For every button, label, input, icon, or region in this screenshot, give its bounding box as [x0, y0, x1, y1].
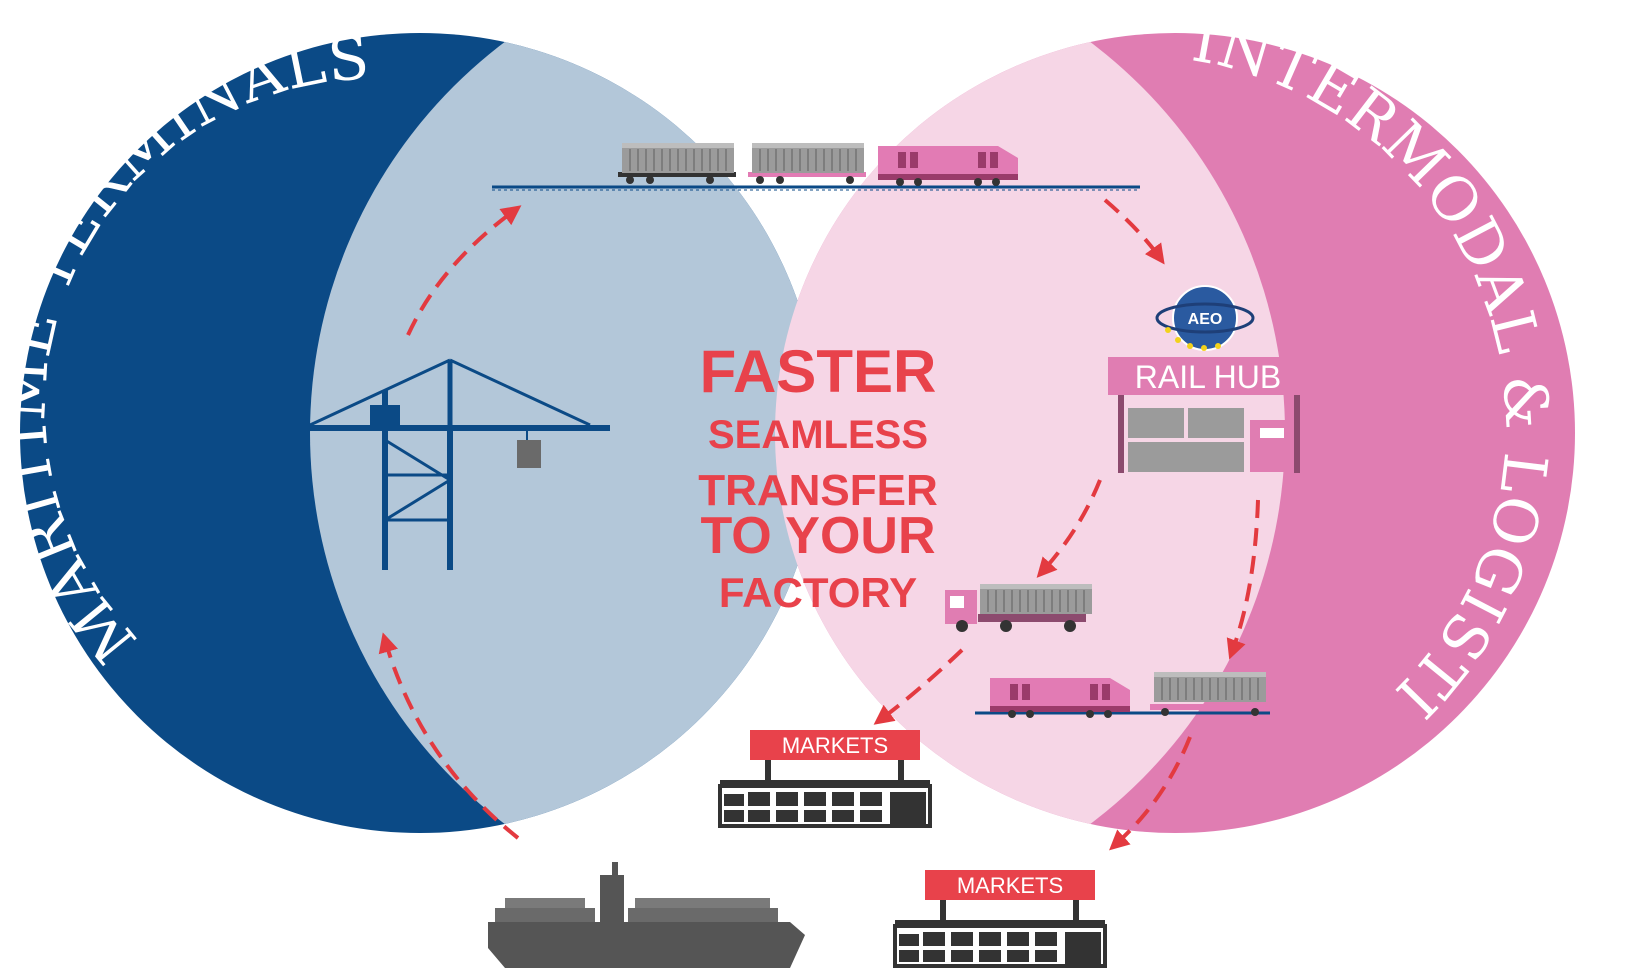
container-train-icon: [492, 142, 1140, 191]
container-ship-icon: [488, 862, 805, 968]
rail-hub-warehouse-icon: RAIL HUB: [1108, 357, 1308, 473]
arrow-train-to-market: [1109, 736, 1192, 851]
container-crane-icon: [290, 358, 610, 570]
market-building-icon: MARKETS: [893, 868, 1107, 968]
container-truck-icon: [945, 583, 1093, 632]
center-line-factory: FACTORY: [719, 569, 917, 616]
rail-hub-label: RAIL HUB: [1135, 359, 1281, 395]
arrow-truck-to-market: [873, 648, 964, 725]
arrow-crane-to-train: [406, 205, 522, 336]
center-message: FASTER SEAMLESS TRANSFER TO YOUR FACTORY: [698, 338, 938, 616]
arrow-ship-to-crane: [378, 632, 520, 840]
center-line-seamless: SEAMLESS: [708, 413, 928, 457]
markets-bottom-label: MARKETS: [957, 873, 1063, 898]
markets-top-label: MARKETS: [782, 733, 888, 758]
aeo-globe-icon: AEO: [1155, 285, 1255, 351]
market-building-icon: MARKETS: [718, 728, 932, 828]
aeo-badge-label: AEO: [1188, 311, 1223, 328]
center-line-to-your: TO YOUR: [700, 507, 935, 565]
arrow-train-to-hub: [1103, 198, 1165, 265]
flow-arrows: [378, 198, 1260, 851]
arrow-hub-to-truck: [1036, 479, 1102, 578]
center-line-transfer: TRANSFER: [698, 466, 938, 515]
center-line-faster: FASTER: [700, 338, 937, 405]
freight-train-icon: [975, 671, 1270, 718]
